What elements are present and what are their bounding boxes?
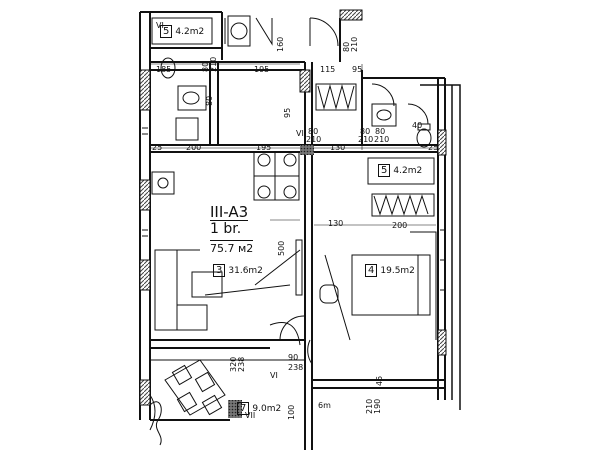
door-80-mid2: 80 [360, 127, 370, 136]
room-number: 4 [365, 264, 378, 277]
dimension-lines [150, 63, 436, 226]
door-80-tr: 80 [342, 42, 351, 52]
dim-25: 25 [152, 143, 162, 152]
terrace [149, 359, 305, 446]
door-80-bl: 80 [201, 62, 210, 72]
dim-130-row2: 130 [330, 143, 345, 152]
hatched-walls [139, 9, 447, 418]
dim-160: 160 [276, 37, 285, 52]
dim-100-bot: 100 [287, 405, 296, 420]
bedroom-furniture [324, 231, 437, 341]
dim-6m: 6m [318, 401, 331, 410]
dim-95-v: 95 [283, 108, 292, 118]
dim-vi-top: VI [156, 21, 164, 30]
dim-200-row2: 200 [186, 143, 201, 152]
bathroom-top [151, 15, 273, 141]
balcony-right [420, 84, 461, 410]
dim-190-bot: 190 [373, 399, 382, 414]
dim-80-v: 80 [205, 96, 214, 106]
bathroom-right [367, 103, 435, 185]
door-210-mid: 210 [306, 135, 321, 144]
unit-code: III-A3 [210, 203, 249, 221]
walls [139, 11, 446, 450]
room-number: 7 [237, 402, 250, 415]
dim-500: 500 [277, 241, 286, 256]
door-size-labels: 80 210 80 210 80 210 80 210 80 210 [201, 37, 389, 144]
dim-25-mid: 25 [428, 143, 438, 152]
dim-195-top: 195 [254, 65, 269, 74]
room-area: 4.2m2 [393, 166, 423, 176]
dim-195-row2: 195 [256, 143, 271, 152]
room-area: 4.2m2 [175, 27, 205, 37]
door-210-right: 210 [374, 135, 389, 144]
room-number: 3 [213, 264, 226, 277]
dim-238-bot-a: 238 [237, 357, 246, 372]
door-80-right: 80 [375, 127, 385, 136]
dim-185: 185 [156, 65, 171, 74]
dim-95: 95 [352, 65, 362, 74]
dim-200-mid: 200 [392, 221, 407, 230]
door-80-mid: 80 [308, 127, 318, 136]
doors [279, 17, 429, 365]
room-area: 19.5m2 [380, 266, 415, 276]
room-number: 5 [160, 25, 173, 38]
dim-vii-bot: VII [245, 411, 255, 420]
door-210-mid2: 210 [358, 135, 373, 144]
door-210-tr: 210 [350, 37, 359, 52]
dim-90-bot: 90 [288, 353, 298, 362]
door-210-bl: 210 [209, 57, 218, 72]
windows [142, 127, 444, 291]
dimension-texts: 195 185 115 95 25 200 195 130 40 130 200… [152, 21, 438, 420]
room-area: 31.6m2 [228, 266, 263, 276]
dim-vii-top: VII [296, 129, 306, 138]
dim-238-bot-b: 238 [288, 363, 303, 372]
dim-210-bot: 210 [365, 399, 374, 414]
unit-type: 1 br. [210, 221, 242, 237]
dim-vi-bot: VI [270, 371, 278, 380]
dim-115: 115 [320, 65, 335, 74]
room-area: 9.0m2 [252, 404, 282, 414]
unit-area: 75.7 м2 [210, 240, 254, 255]
unit-label: III-A3 1 br. 75.7 м2 [210, 202, 270, 257]
dim-40: 40 [412, 121, 422, 130]
room-number: 5 [378, 164, 391, 177]
dim-45: 45 [375, 376, 384, 386]
wardrobes [315, 83, 435, 217]
dim-130-mid: 130 [328, 219, 343, 228]
living-furniture [154, 239, 339, 346]
kitchen-fixtures [151, 151, 300, 201]
dim-320: 320 [229, 357, 238, 372]
